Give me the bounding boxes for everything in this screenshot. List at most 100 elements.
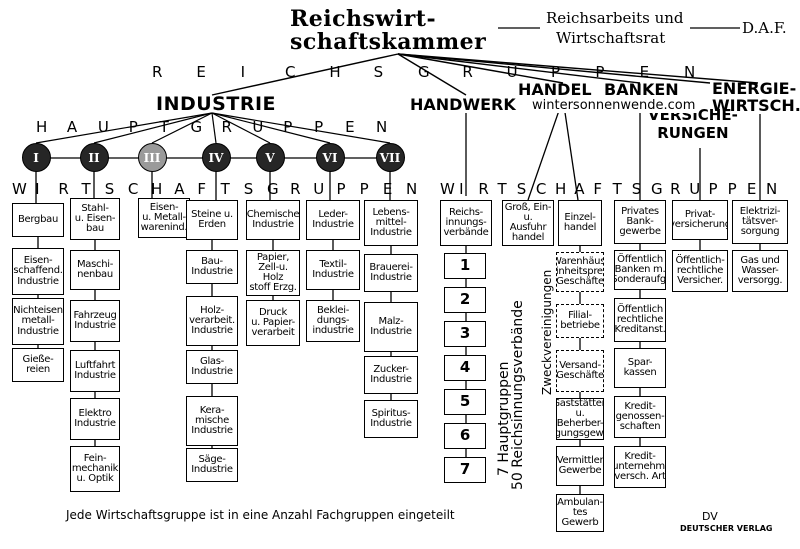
- versicherungen-box-2: Öffentlich- rechtliche Versicher.: [672, 250, 728, 292]
- hauptgruppe-5-badge: V: [255, 143, 285, 172]
- industry-2-box-4: Luftfahrt Industrie: [70, 350, 120, 392]
- industry-5-box-1: Chemische Industrie: [246, 200, 300, 240]
- reichsgruppen-label-letter: P: [551, 63, 561, 81]
- hauptgruppe-6-badge: VI: [315, 143, 345, 172]
- industry-2-box-6: Fein- mechanik u. Optik: [70, 446, 120, 492]
- industry-7-box-2: Brauerei- Industrie: [364, 254, 418, 292]
- wirtschaftsgruppen-label-letter: E: [382, 180, 393, 198]
- industry-7-box-3: Malz- Industrie: [364, 302, 418, 352]
- handel-grosshandel-box: Groß, Ein- u. Ausfuhr handel: [502, 200, 554, 246]
- handel-einzelhandel-box: Einzel- handel: [558, 200, 602, 246]
- reichsgruppen-label-letter: I: [240, 63, 246, 81]
- wirtschaftsgruppen-label-letter: F: [197, 180, 207, 198]
- wirtschaftsgruppen-label-letter: C: [127, 180, 139, 198]
- wirtschaftsgruppen-label-letter: G: [266, 180, 279, 198]
- column-spine: [527, 98, 564, 201]
- hauptgruppen-label-letter: U: [97, 118, 109, 136]
- handel-sub-box-3: Versand- Geschäfte: [556, 350, 604, 392]
- wirtschaftsgruppen-label-letter: T: [220, 180, 230, 198]
- hauptgruppen-label-letter: A: [66, 118, 78, 136]
- energie-box-1: Elektrizi- tätsver- sorgung: [732, 200, 788, 244]
- industry-1-box-4: Gieße- reien: [12, 348, 64, 382]
- industry-1-box-1: Bergbau: [12, 203, 64, 237]
- hauptgruppen-label-letter: P: [128, 118, 138, 136]
- publisher-logo: DV: [702, 510, 718, 523]
- handwerk-number-2: 2: [444, 287, 486, 313]
- industry-6-box-2: Textil- Industrie: [306, 250, 360, 290]
- banken-box-2: Öffentlich Banken m. Sonderaufg.: [614, 250, 666, 290]
- handel-sub-box-1: Warenhäus. Einheitspreis Geschäfte: [556, 252, 604, 292]
- wirtschaftsgruppen-label-2-letter: I: [459, 180, 464, 198]
- versicherungen-box-1: Privat- versicherung: [672, 200, 728, 240]
- energie-box-2: Gas und Wasser- versorgg.: [732, 250, 788, 292]
- industry-4-box-5: Kera- mische Industrie: [186, 396, 238, 446]
- wirtschaftsgruppen-label-letter: I: [35, 180, 40, 198]
- industry-5-box-3: Druck u. Papier- verarbeit: [246, 300, 300, 346]
- hauptgruppe-7-badge: VII: [375, 143, 405, 172]
- wirtschaftsgruppen-label-2-letter: R: [670, 180, 681, 198]
- wirtschaftsgruppen-label-2-letter: W: [440, 180, 455, 198]
- industry-4-box-4: Glas- Industrie: [186, 350, 238, 384]
- industry-2-box-2: Maschi- nenbau: [70, 250, 120, 290]
- wirtschaftsgruppen-label-2-letter: T: [497, 180, 507, 198]
- reichsgruppen-label-letter: R: [462, 63, 473, 81]
- wirtschaftsgruppen-label-2-letter: P: [727, 180, 737, 198]
- fan-line: [211, 112, 271, 144]
- banken-box-6: Kredit- unternehm. versch. Art: [614, 446, 666, 488]
- wirtschaftsgruppen-label-2-letter: A: [574, 180, 585, 198]
- wirtschaftsgruppen-label-2-letter: S: [631, 180, 642, 198]
- wirtschaftsgruppen-label-letter: P: [359, 180, 369, 198]
- wirtschaftsgruppen-label-letter: U: [313, 180, 325, 198]
- fan-line: [211, 53, 399, 96]
- fan-line: [397, 53, 641, 84]
- industry-1-box-3: Nichteisen metall- Industrie: [12, 298, 64, 345]
- wirtschaftsgruppen-label-2-letter: S: [516, 180, 527, 198]
- industry-2-box-3: Fahrzeug Industrie: [70, 300, 120, 342]
- wirtschaftsgruppen-label-letter: R: [58, 180, 69, 198]
- wirtschaftsgruppen-label-2-letter: R: [478, 180, 489, 198]
- hauptgruppen-label-letter: N: [376, 118, 388, 136]
- fan-line: [93, 112, 213, 144]
- wirtschaftsgruppen-label-2-letter: F: [593, 180, 603, 198]
- reichsgruppen-label-letter: G: [418, 63, 430, 81]
- hauptgruppen-label-letter: H: [36, 118, 48, 136]
- hauptgruppe-1-badge: I: [21, 143, 51, 172]
- handwerk-number-6: 6: [444, 423, 486, 449]
- wirtschaftsgruppen-label-letter: P: [336, 180, 346, 198]
- hauptgruppen-label-letter: E: [345, 118, 355, 136]
- wirtschaftsgruppen-label-letter: N: [406, 180, 418, 198]
- wirtschaftsgruppen-label-letter: T: [81, 180, 91, 198]
- fan-line: [35, 112, 213, 144]
- handel-sub-box-5: Vermittler Gewerbe: [556, 446, 604, 486]
- publisher-name: DEUTSCHER VERLAG: [680, 524, 773, 533]
- hauptgruppen-label-letter: P: [314, 118, 324, 136]
- fan-line: [397, 53, 467, 96]
- handwerk-number-3: 3: [444, 321, 486, 347]
- handwerk-number-5: 5: [444, 389, 486, 415]
- industry-4-box-2: Bau- Industrie: [186, 250, 238, 284]
- group-industrie: INDUSTRIE: [156, 93, 276, 115]
- industry-3-box-1: Eisen- u. Metall- warenind.: [138, 198, 190, 238]
- wirtschaftsgruppen-label-letter: W: [12, 180, 27, 198]
- wirtschaftsgruppen-label-letter: H: [151, 180, 163, 198]
- handel-sub-box-4: Gaststätten u. Beherber- gungsgew.: [556, 398, 604, 440]
- handwerk-number-7: 7: [444, 457, 486, 483]
- industry-7-box-1: Lebens- mittel- Industrie: [364, 200, 418, 246]
- industry-5-box-2: Papier, Zell-u. Holz stoff Erzg.: [246, 250, 300, 296]
- watermark: wintersonnenwende.com: [530, 98, 698, 113]
- industry-2-box-1: Stahl- u. Eisen- bau: [70, 198, 120, 240]
- fan-line: [397, 53, 564, 84]
- handel-zweckvereinigungen-label: Zweckvereinigungen: [540, 269, 554, 395]
- wirtschaftsgruppen-label-2-letter: E: [746, 180, 757, 198]
- wirtschaftsgruppen-label-2-letter: U: [689, 180, 701, 198]
- page-title: Reichswirt-: [290, 6, 437, 32]
- reichsgruppen-label-letter: H: [329, 63, 341, 81]
- footer-note: Jede Wirtschaftsgruppe ist in eine Anzah…: [66, 508, 455, 522]
- fan-line: [211, 112, 331, 144]
- ministry-label-line1: Reichsarbeits und: [546, 9, 684, 27]
- industry-6-box-1: Leder- Industrie: [306, 200, 360, 240]
- handwerk-reichsinnungsverbaende-box: Reichs- innungs- verbände: [440, 200, 492, 246]
- industry-4-box-3: Holz- verarbeit. Industrie: [186, 296, 238, 346]
- handwerk-number-4: 4: [444, 355, 486, 381]
- handwerk-side-label-line2: 50 Reichsinnungsverbände: [510, 300, 526, 490]
